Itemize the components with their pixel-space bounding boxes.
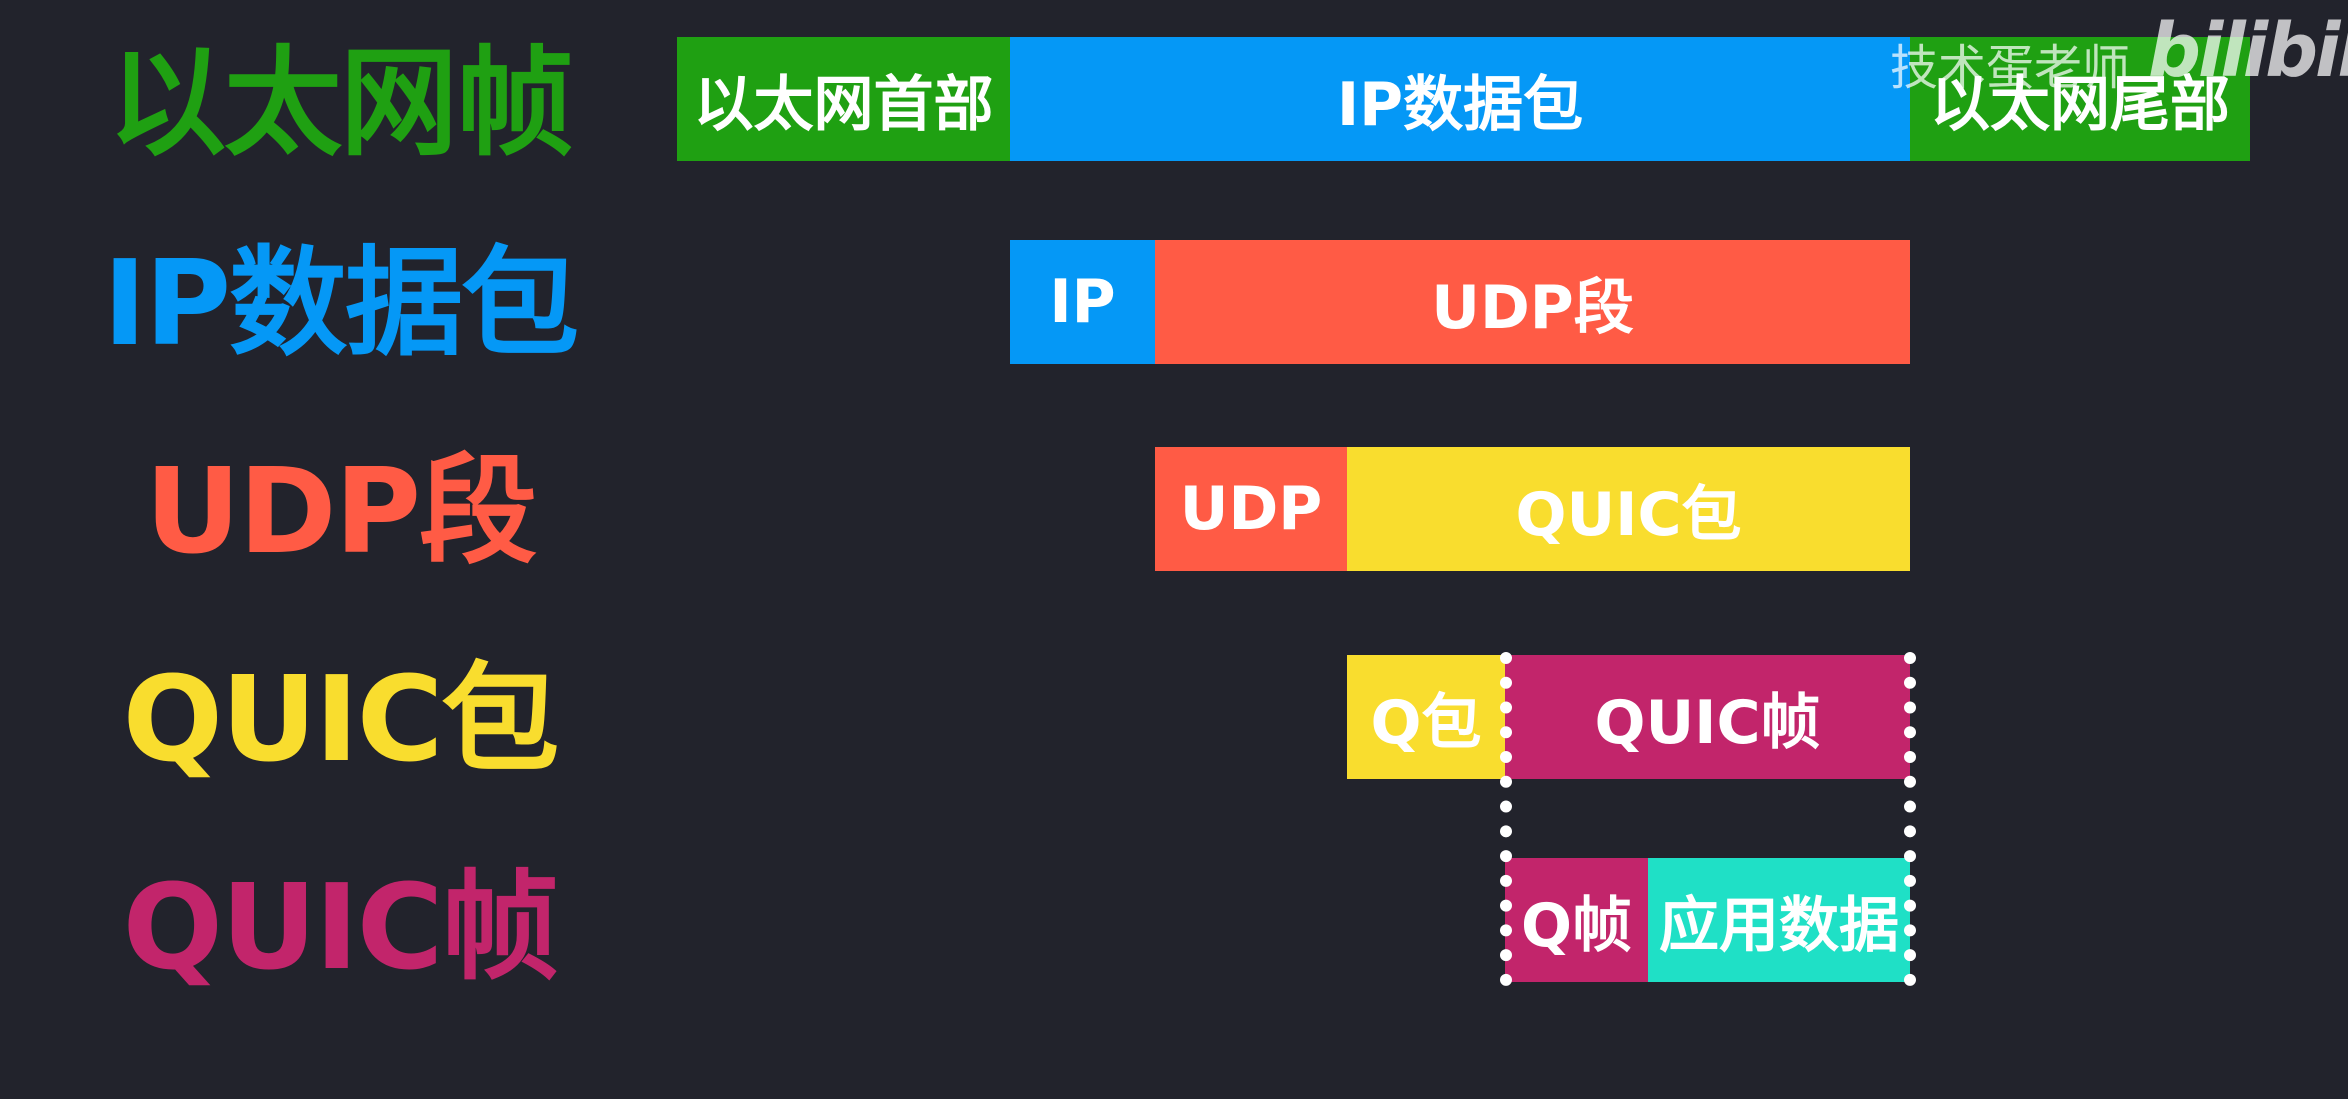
segment-udp-segment-payload: UDP段 — [1155, 240, 1910, 364]
dotted-connector-right — [1904, 652, 1916, 986]
row-label-quic-packet: QUIC包 — [122, 650, 560, 788]
segment-ip-packet-payload: IP数据包 — [1010, 37, 1910, 161]
segment-quic-packet-header: Q包 — [1347, 655, 1505, 779]
bilibili-logo: bilibili — [2148, 8, 2348, 94]
row-label-quic-frame: QUIC帧 — [122, 858, 560, 996]
segment-quic-frame-header: Q帧 — [1505, 858, 1648, 982]
segment-quic-frame-payload: QUIC帧 — [1505, 655, 1910, 779]
segment-ethernet-header: 以太网首部 — [677, 37, 1010, 161]
row-label-udp-segment: UDP段 — [144, 442, 537, 580]
row-label-ethernet-frame: 以太网帧 — [107, 34, 574, 172]
row-label-ip-packet: IP数据包 — [102, 234, 579, 372]
dotted-connector-left — [1500, 652, 1512, 986]
segment-ethernet-trailer: 以太网尾部 — [1910, 37, 2250, 161]
watermark-author: 技术蛋老师 — [1890, 40, 2131, 96]
segment-ip-header: IP — [1010, 240, 1155, 364]
segment-udp-header: UDP — [1155, 447, 1347, 571]
segment-application-data: 应用数据 — [1648, 858, 1910, 982]
segment-quic-packet-payload: QUIC包 — [1347, 447, 1910, 571]
